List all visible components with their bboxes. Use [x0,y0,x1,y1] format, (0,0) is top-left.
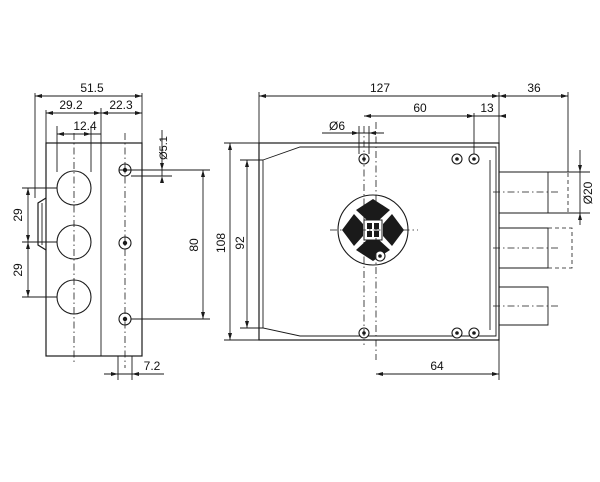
dim-front-hole-offset-label: 60 [413,101,427,115]
front-hole-top-right-b [468,153,480,165]
dim-side-width-split: 29.2 22.3 [45,98,142,143]
front-hole-top-right-a [451,153,463,165]
dim-side-cylinder-width-label: 12.4 [73,119,97,133]
dim-front-hole-diameter-label: Ø6 [329,119,345,133]
dim-front-overall-width-label: 127 [370,81,390,95]
front-bolts [493,171,573,326]
dim-side-overall-width-label: 51.5 [80,81,104,95]
dim-side-spacing-lower-label: 29 [11,263,25,277]
dim-side-spacing-upper-label: 29 [11,208,25,222]
dim-side-width-a-label: 29.2 [59,98,83,112]
side-view: 51.5 29.2 22.3 12.4 Ø5.1 [11,81,210,380]
dim-front-projection: 36 [499,81,569,172]
dim-side-overall-width: 51.5 [34,81,143,198]
front-key-screw [374,250,386,262]
dim-front-bolt-diameter: Ø20 [548,150,595,225]
dim-side-screw-diameter-label: Ø5.1 [158,136,170,160]
dim-front-edge-offset-label: 13 [480,101,494,115]
front-view: 127 36 60 13 Ø6 [214,81,595,380]
dim-side-width-b-label: 22.3 [109,98,133,112]
dim-front-hole-diameter: Ø6 [322,119,384,154]
dim-side-bottom-offset: 7.2 [104,356,164,380]
dim-front-projection-label: 36 [527,81,541,95]
front-view-case [258,142,500,341]
front-hole-bottom-right-a [451,327,463,339]
dim-front-overall-height: 108 [214,142,259,341]
dim-front-overall-height-label: 108 [214,233,228,253]
dim-side-bottom-offset-label: 7.2 [144,359,161,373]
front-hole-bottom-right-b [468,327,480,339]
dim-front-bolt-diameter-label: Ø20 [581,181,595,204]
dim-side-screw-spacing-label: 80 [187,238,201,252]
dim-front-key-to-edge-label: 64 [430,359,444,373]
side-view-handle-plate [37,197,47,251]
dim-front-inner-height-label: 92 [233,236,247,250]
dim-front-hole-offset: 60 13 [364,101,506,154]
dim-front-inner-height: 92 [233,159,263,329]
dim-side-screw-spacing: 80 [131,169,210,320]
dim-front-key-to-edge: 64 [376,340,500,380]
dim-front-overall-width: 127 [258,81,500,143]
dim-side-cylinder-width: 12.4 [56,119,101,172]
dim-side-cylinder-spacing: 29 29 [11,187,57,298]
